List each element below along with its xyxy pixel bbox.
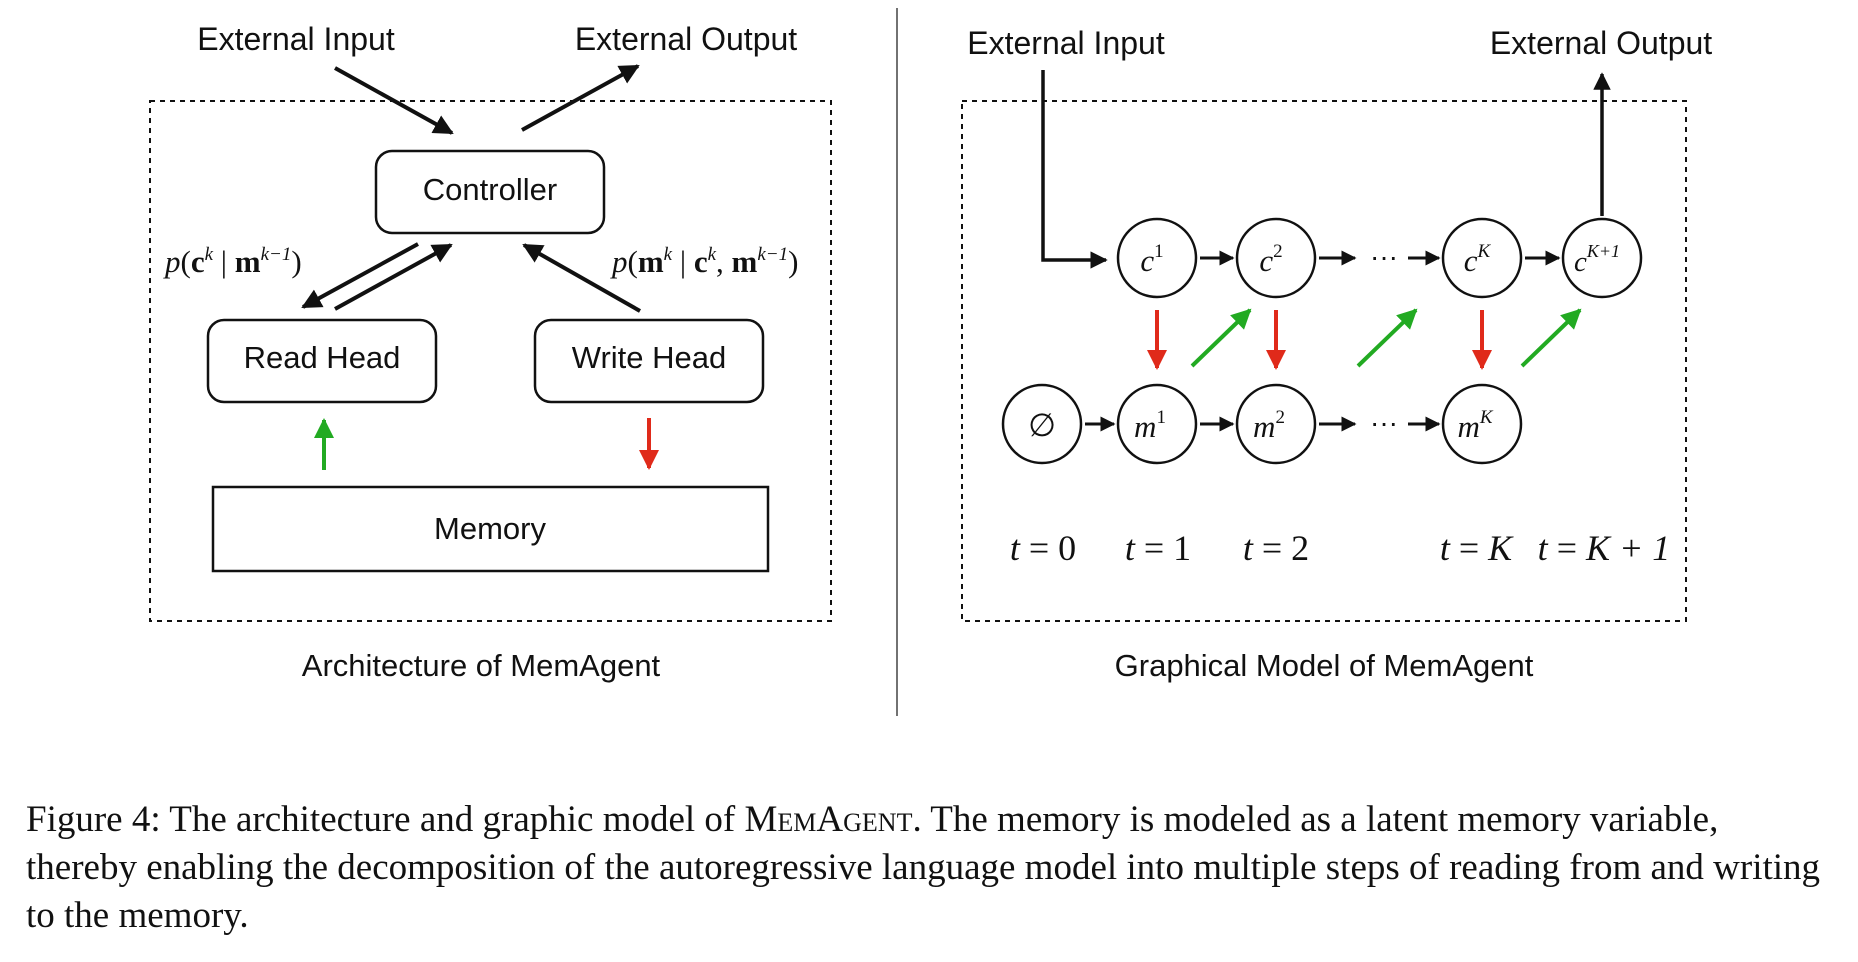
- svg-text:cK: cK: [1464, 241, 1492, 278]
- write-probability-label: p(mk | ck, mk−1): [610, 244, 798, 279]
- node-c1-sup: 1: [1154, 241, 1164, 262]
- node-empty: ∅: [1001, 383, 1083, 465]
- svg-text:c2: c2: [1259, 241, 1282, 278]
- node-mK-sup: K: [1479, 407, 1494, 428]
- read-arrow-m2-ellipsis: [1356, 308, 1418, 368]
- node-c2: c2: [1235, 217, 1317, 299]
- architecture-title: Architecture of MemAgent: [302, 648, 661, 683]
- read-probability-label: p(ck | mk−1): [163, 244, 302, 279]
- node-cK1-base: c: [1574, 246, 1587, 278]
- controller-box: [374, 149, 606, 235]
- caption-memagent: MemAgent: [744, 799, 913, 840]
- node-mK-base: m: [1457, 409, 1479, 444]
- time-label-0: t = 0: [1010, 528, 1076, 568]
- node-m2: m2: [1235, 383, 1317, 465]
- time-label-K: t = K: [1440, 528, 1514, 568]
- controller-label: Controller: [423, 172, 557, 207]
- architecture-panel: External Input External Output Controlle…: [149, 21, 832, 683]
- caption-prefix: Figure 4: The architecture and graphic m…: [26, 799, 745, 840]
- graphical-model-panel: External Input External Output c1 c2 cK …: [961, 25, 1712, 683]
- node-m2-sup: 2: [1275, 407, 1285, 428]
- node-cK-base: c: [1464, 243, 1478, 278]
- read-head-box: [206, 318, 438, 404]
- figure-caption: Figure 4: The architecture and graphic m…: [26, 796, 1836, 940]
- write-head-label: Write Head: [572, 340, 727, 375]
- node-c1: c1: [1116, 217, 1198, 299]
- node-m1: m1: [1116, 383, 1198, 465]
- time-label-1: t = 1: [1125, 528, 1191, 568]
- node-cK: cK: [1441, 217, 1523, 299]
- node-c2-base: c: [1259, 243, 1273, 278]
- ellipsis-c: ···: [1370, 241, 1398, 272]
- svg-text:m1: m1: [1134, 407, 1166, 444]
- svg-text:cK+1: cK+1: [1574, 241, 1620, 278]
- left-external-input-label: External Input: [197, 21, 395, 57]
- read-arrow-m1-c2: [1190, 308, 1252, 368]
- memory-box: [211, 485, 770, 573]
- input-to-controller-arrow: [334, 66, 454, 135]
- memory-label: Memory: [434, 511, 546, 546]
- read-head-label: Read Head: [244, 340, 401, 375]
- node-mK: mK: [1441, 383, 1523, 465]
- node-c1-base: c: [1140, 243, 1154, 278]
- empty-set-symbol: ∅: [1028, 407, 1056, 443]
- graphical-model-title: Graphical Model of MemAgent: [1115, 648, 1534, 683]
- node-m2-base: m: [1253, 409, 1275, 444]
- time-label-2: t = 2: [1243, 528, 1309, 568]
- graphical-model-frame: [961, 100, 1687, 622]
- controller-to-read-head-arrow: [301, 242, 419, 309]
- controller-to-output-arrow: [521, 64, 640, 132]
- caption-suffix: . The memory is modeled as a latent memo…: [26, 799, 1821, 936]
- time-label-K1: t = K + 1: [1538, 528, 1671, 568]
- ellipsis-m: ···: [1370, 407, 1398, 438]
- right-external-output-label: External Output: [1490, 25, 1712, 61]
- read-head-to-controller-arrow: [334, 243, 453, 311]
- read-arrow-mK-cK1: [1520, 308, 1582, 368]
- node-cK1-sup: K+1: [1586, 241, 1620, 261]
- left-external-output-label: External Output: [575, 21, 797, 57]
- external-input-path: [1041, 70, 1108, 269]
- write-head-to-controller-arrow: [522, 243, 641, 313]
- architecture-frame: [149, 100, 832, 622]
- node-cK-sup: K: [1477, 241, 1492, 262]
- svg-text:c1: c1: [1140, 241, 1163, 278]
- node-m1-sup: 1: [1156, 407, 1166, 428]
- write-head-box: [533, 318, 765, 404]
- node-c2-sup: 2: [1273, 241, 1283, 262]
- svg-text:mK: mK: [1457, 407, 1493, 444]
- node-m1-base: m: [1134, 409, 1156, 444]
- right-external-input-label: External Input: [967, 25, 1165, 61]
- node-cK1: cK+1: [1561, 217, 1643, 299]
- svg-text:m2: m2: [1253, 407, 1285, 444]
